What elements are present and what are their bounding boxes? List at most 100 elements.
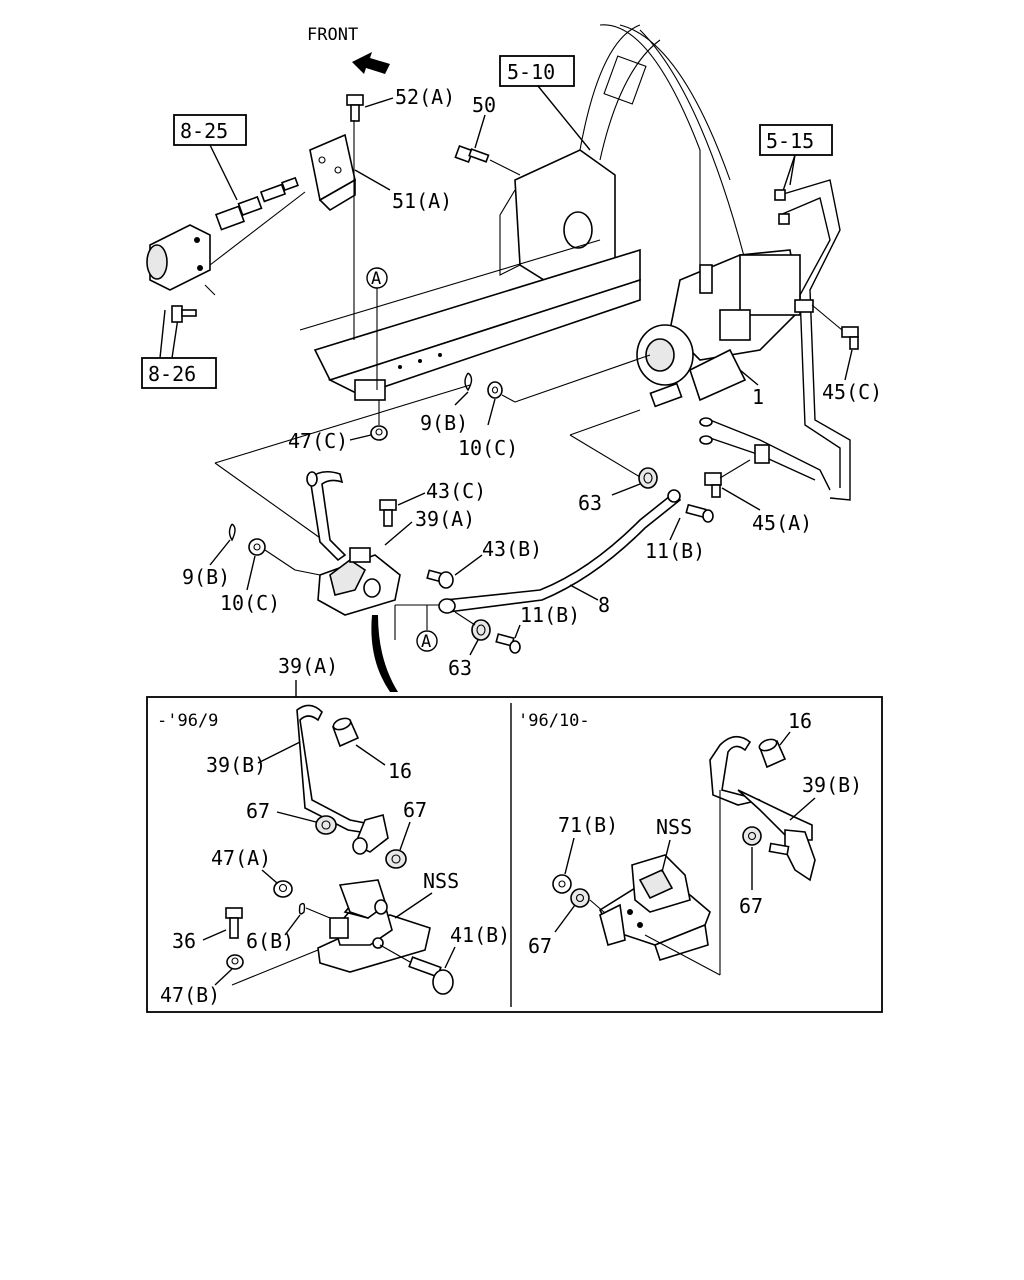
callout-63-bottom: 63 bbox=[448, 656, 472, 680]
part-52a-bolt[interactable] bbox=[346, 94, 364, 122]
range-left: -'96/9 bbox=[157, 711, 218, 731]
callout-nss-right: NSS bbox=[656, 815, 692, 839]
part-1-booster[interactable] bbox=[636, 249, 801, 408]
part-36-bolt-left[interactable] bbox=[225, 907, 243, 939]
callout-10c-top: 10(C) bbox=[458, 436, 518, 460]
inset-arrow bbox=[371, 615, 398, 692]
brake-pipes bbox=[699, 179, 851, 501]
part-45a-bolt[interactable] bbox=[704, 472, 722, 498]
svg-text:8-25: 8-25 bbox=[180, 119, 228, 143]
part-nss-bracket-right[interactable] bbox=[598, 854, 711, 961]
part-45c-bolt[interactable] bbox=[841, 326, 859, 350]
callout-67a-left: 67 bbox=[246, 799, 270, 823]
callout-16-left: 16 bbox=[388, 759, 412, 783]
reference-8-25[interactable]: 8-25 bbox=[173, 114, 247, 146]
part-39a-lever[interactable] bbox=[306, 470, 401, 616]
cross-member bbox=[299, 239, 641, 401]
front-label: FRONT bbox=[307, 25, 358, 45]
callout-39a-inset: 39(A) bbox=[278, 654, 338, 678]
switch-assembly[interactable] bbox=[214, 176, 299, 231]
callout-16-right: 16 bbox=[788, 709, 812, 733]
callout-10c-left: 10(C) bbox=[220, 591, 280, 615]
part-nss-bracket-left[interactable] bbox=[317, 879, 431, 973]
part-10c-washer-left[interactable] bbox=[248, 538, 266, 556]
part-9b-clip-left[interactable] bbox=[228, 523, 236, 542]
part-47b-nut-left[interactable] bbox=[226, 954, 244, 970]
callout-41b-left: 41(B) bbox=[450, 923, 510, 947]
part-67a-bushing-right[interactable] bbox=[570, 888, 590, 908]
svg-text:A: A bbox=[421, 632, 431, 652]
callout-39b-left: 39(B) bbox=[206, 753, 266, 777]
callout-71b-right: 71(B) bbox=[558, 813, 618, 837]
part-41b-pin-left[interactable] bbox=[408, 956, 454, 995]
part-16-cap-right[interactable] bbox=[758, 737, 787, 769]
svg-text:5-15: 5-15 bbox=[766, 129, 814, 153]
part-43b-bolt[interactable] bbox=[426, 569, 454, 589]
callout-1: 1 bbox=[752, 385, 764, 409]
vacuum-unit[interactable] bbox=[146, 224, 211, 291]
reference-5-10[interactable]: 5-10 bbox=[499, 55, 575, 87]
inset-frame bbox=[146, 696, 883, 1013]
callout-67b-right: 67 bbox=[739, 894, 763, 918]
callout-11b-mid: 11(B) bbox=[520, 603, 580, 627]
callout-11b-right: 11(B) bbox=[645, 539, 705, 563]
part-63-bushing-bottom[interactable] bbox=[471, 619, 491, 641]
callout-39b-right: 39(B) bbox=[802, 773, 862, 797]
ref-circle-a-bottom[interactable]: A bbox=[416, 630, 438, 652]
callout-67a-right: 67 bbox=[528, 934, 552, 958]
front-indicator: FRONT bbox=[307, 25, 390, 74]
inset-left-panel: -'96/9 39(B) 16 67 67 47(A) bbox=[157, 704, 510, 1007]
right-panel-connection bbox=[644, 790, 721, 976]
callout-67b-left: 67 bbox=[403, 798, 427, 822]
part-47c-nut[interactable] bbox=[370, 425, 388, 441]
callout-43b: 43(B) bbox=[482, 537, 542, 561]
connection-lines bbox=[214, 384, 646, 640]
inset-right-panel: '96/10- 16 39(B) 67 71(B) bbox=[518, 709, 862, 976]
callout-47a-left: 47(A) bbox=[211, 846, 271, 870]
callout-52a: 52(A) bbox=[395, 85, 455, 109]
part-43c-bolt[interactable] bbox=[379, 499, 397, 527]
callout-8: 8 bbox=[598, 593, 610, 617]
part-67b-bushing-left[interactable] bbox=[385, 849, 407, 869]
front-arrow-icon bbox=[352, 52, 390, 74]
part-16-cap-left[interactable] bbox=[331, 716, 360, 748]
callout-9b-top: 9(B) bbox=[420, 411, 468, 435]
part-8-26-bolt[interactable] bbox=[171, 305, 197, 323]
callout-63-top: 63 bbox=[578, 491, 602, 515]
callout-36-left: 36 bbox=[172, 929, 196, 953]
reference-5-15[interactable]: 5-15 bbox=[759, 124, 833, 156]
part-6b-clip-left[interactable] bbox=[298, 902, 306, 915]
mount-bracket bbox=[499, 149, 616, 291]
part-39b-lever-right[interactable] bbox=[709, 735, 816, 882]
part-9b-clip-top[interactable] bbox=[464, 372, 473, 392]
part-10c-washer-top[interactable] bbox=[487, 381, 503, 399]
callout-43c: 43(C) bbox=[426, 479, 486, 503]
part-39b-lever-left[interactable] bbox=[296, 704, 389, 855]
callout-39a: 39(A) bbox=[415, 507, 475, 531]
cab-frame bbox=[579, 24, 746, 330]
svg-text:5-10: 5-10 bbox=[507, 60, 555, 84]
callout-47c: 47(C) bbox=[288, 429, 348, 453]
callout-9b-left: 9(B) bbox=[182, 565, 230, 589]
range-right: '96/10- bbox=[518, 711, 590, 731]
part-67b-bushing-right[interactable] bbox=[742, 826, 762, 846]
part-50-bolt[interactable] bbox=[454, 144, 490, 164]
part-8-rod[interactable] bbox=[438, 489, 682, 614]
ref-circle-a-top[interactable]: A bbox=[366, 267, 388, 289]
reference-8-26[interactable]: 8-26 bbox=[141, 357, 217, 389]
callout-45a: 45(A) bbox=[752, 511, 812, 535]
callout-45c: 45(C) bbox=[822, 380, 882, 404]
part-47a-nut-left[interactable] bbox=[273, 880, 293, 898]
svg-text:A: A bbox=[371, 269, 381, 289]
part-51a-bracket[interactable] bbox=[309, 133, 356, 212]
part-67a-bushing-left[interactable] bbox=[315, 815, 337, 835]
part-71b-washer-right[interactable] bbox=[552, 874, 572, 894]
part-63-bushing-top[interactable] bbox=[638, 467, 658, 489]
callout-50: 50 bbox=[472, 93, 496, 117]
part-11b-pin-right[interactable] bbox=[685, 503, 714, 523]
callout-47b-left: 47(B) bbox=[160, 983, 220, 1007]
callout-51a: 51(A) bbox=[392, 189, 452, 213]
part-11b-pin-mid[interactable] bbox=[495, 633, 521, 654]
callout-nss-left: NSS bbox=[423, 869, 459, 893]
